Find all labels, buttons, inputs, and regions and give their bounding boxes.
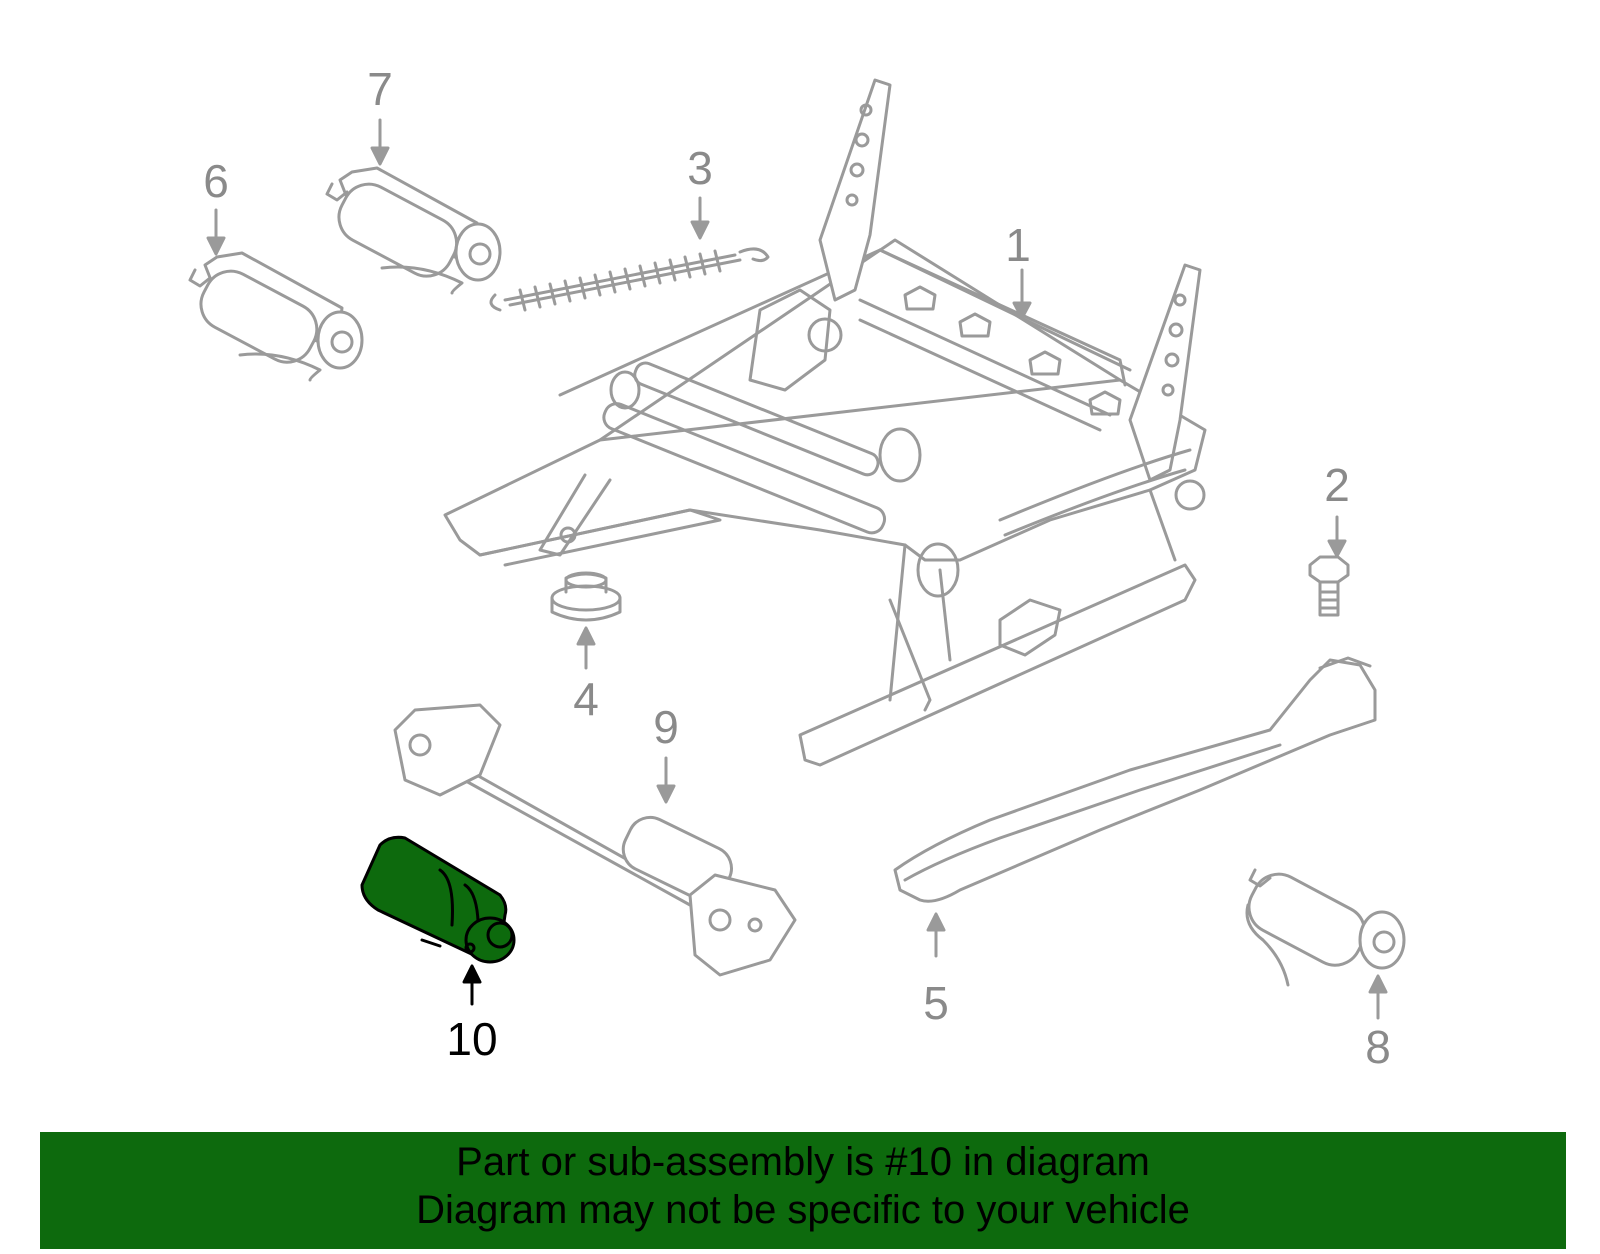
part-4-bushing — [550, 571, 622, 622]
leader-arrows — [206, 118, 1388, 1020]
callout-7[interactable]: 7 — [367, 63, 393, 115]
callout-3[interactable]: 3 — [687, 142, 713, 194]
callout-4[interactable]: 4 — [573, 673, 599, 725]
callout-8[interactable]: 8 — [1365, 1021, 1391, 1073]
callout-1[interactable]: 1 — [1005, 219, 1031, 271]
callout-10[interactable]: 10 — [446, 1013, 498, 1065]
part-10-motor-highlighted — [360, 835, 516, 964]
callout-5[interactable]: 5 — [923, 977, 949, 1029]
part-7-motor — [325, 166, 502, 295]
part-9-drive-assembly — [393, 703, 797, 977]
part-6-motor — [188, 251, 364, 382]
banner-line-2: Diagram may not be specific to your vehi… — [416, 1188, 1190, 1232]
banner-line-1: Part or sub-assembly is #10 in diagram — [456, 1140, 1150, 1184]
callout-2[interactable]: 2 — [1324, 459, 1350, 511]
callout-6[interactable]: 6 — [203, 155, 229, 207]
part-2-bolt — [1308, 555, 1350, 617]
part-3-spring — [489, 247, 770, 312]
part-1-seat-frame — [443, 78, 1207, 767]
info-banner: Part or sub-assembly is #10 in diagram D… — [40, 1132, 1566, 1249]
part-8-motor — [1245, 868, 1406, 987]
part-5-cover — [893, 656, 1377, 903]
callout-9[interactable]: 9 — [653, 701, 679, 753]
